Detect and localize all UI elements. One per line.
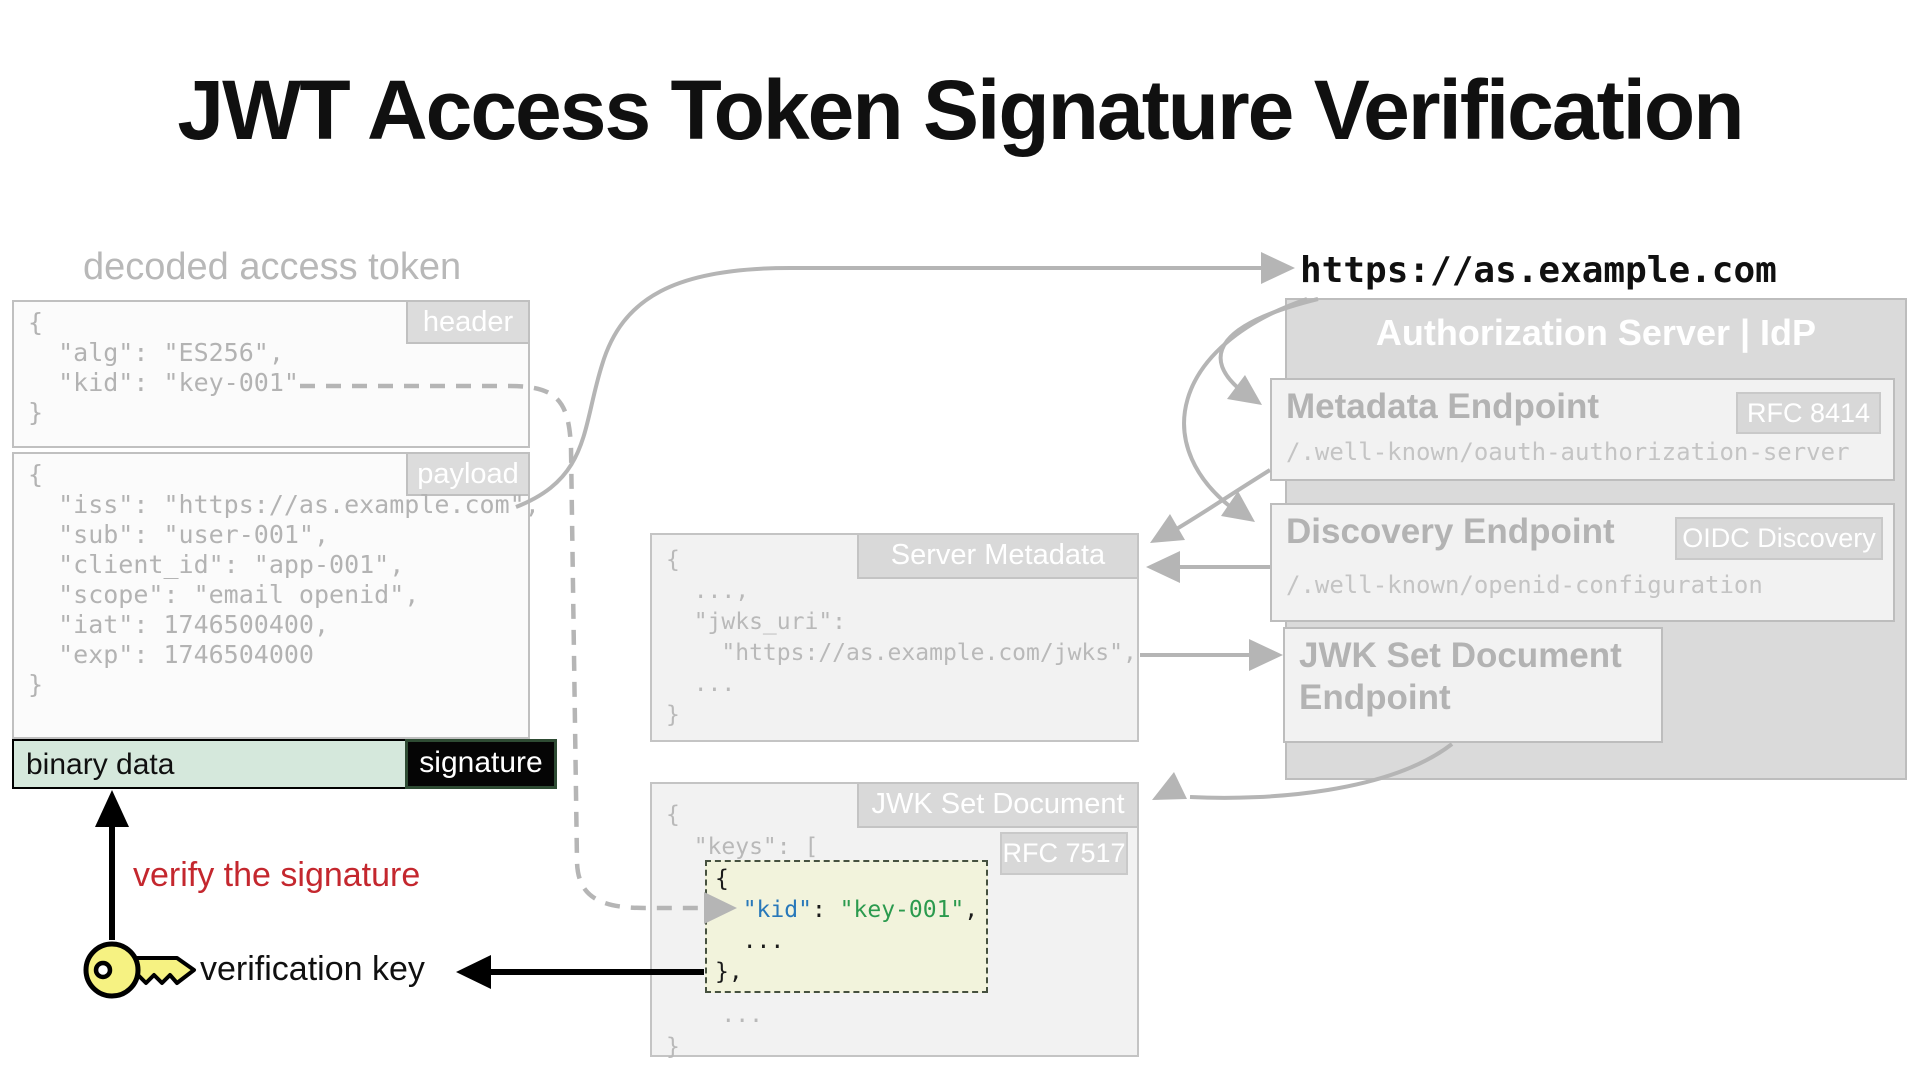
json-line: ... bbox=[666, 1002, 763, 1028]
signature-tag: signature bbox=[405, 739, 557, 789]
jwk-key-json: { "kid": "key-001", ... }, bbox=[715, 864, 978, 988]
indent bbox=[715, 897, 743, 923]
json-line: "kid": "key-001" bbox=[28, 368, 299, 397]
arrowhead-verify-up bbox=[95, 790, 129, 827]
json-line: "alg": "ES256", bbox=[28, 338, 284, 367]
jwks-endpoint-name-line2: Endpoint bbox=[1299, 678, 1451, 717]
kid-name: "kid" bbox=[742, 897, 812, 923]
json-line: "iat": 1746500400, bbox=[28, 610, 330, 639]
json-line: "jwks_uri": bbox=[666, 609, 847, 635]
json-line: { bbox=[666, 802, 680, 828]
header-tag: header bbox=[406, 300, 530, 344]
discovery-endpoint-box: Discovery Endpoint /.well-known/openid-c… bbox=[1270, 503, 1895, 622]
token-payload-box: payload { "iss": "https://as.example.com… bbox=[12, 452, 540, 739]
server-metadata-tag: Server Metadata bbox=[857, 533, 1139, 579]
json-line: ... bbox=[666, 671, 736, 697]
json-line: "scope": "email openid", bbox=[28, 580, 420, 609]
jwk-set-document-box: JWK Set Document RFC 7517 { "keys": [ { … bbox=[650, 782, 1139, 1060]
arrowhead-discovery-to-server-metadata bbox=[1146, 551, 1180, 583]
arrowhead-endpoint-to-jwkdoc bbox=[1152, 772, 1187, 800]
metadata-endpoint-path: /.well-known/oauth-authorization-server bbox=[1286, 438, 1850, 466]
json-line: } bbox=[666, 702, 680, 728]
jwk-key-highlight: { "kid": "key-001", ... }, bbox=[705, 860, 988, 993]
metadata-endpoint-box: Metadata Endpoint /.well-known/oauth-aut… bbox=[1270, 378, 1895, 481]
kid-value: "key-001" bbox=[839, 897, 965, 923]
arrowhead-jwksuri-to-endpoint bbox=[1249, 639, 1283, 671]
signature-binary-bar: binary data signature bbox=[12, 739, 557, 789]
json-line: ..., bbox=[666, 578, 750, 604]
json-line: } bbox=[28, 670, 44, 699]
jwks-endpoint-name: JWK Set Document Endpoint bbox=[1299, 635, 1622, 719]
arrowhead-jwk-to-key bbox=[456, 955, 491, 989]
discovery-endpoint-path: /.well-known/openid-configuration bbox=[1286, 571, 1763, 599]
oidc-discovery-badge: OIDC Discovery bbox=[1675, 517, 1883, 560]
jwk-set-document-tag: JWK Set Document bbox=[857, 782, 1139, 828]
issuer-url: https://as.example.com bbox=[1300, 250, 1777, 291]
key-icon bbox=[82, 936, 198, 1002]
json-line: }, bbox=[715, 959, 743, 985]
header-json: { "alg": "ES256", "kid": "key-001" } bbox=[28, 308, 299, 428]
kid-separator: : bbox=[811, 897, 840, 923]
key-shaft bbox=[132, 956, 196, 985]
decoded-token-label: decoded access token bbox=[83, 246, 462, 288]
json-line: "https://as.example.com/jwks", bbox=[666, 640, 1137, 666]
json-line: "client_id": "app-001", bbox=[28, 550, 405, 579]
json-line: { bbox=[666, 547, 680, 573]
arrowhead-url-to-metadata bbox=[1227, 375, 1262, 405]
arrowhead-iss-to-url bbox=[1261, 252, 1295, 284]
json-line: "sub": "user-001", bbox=[28, 520, 330, 549]
jwks-endpoint-box: JWK Set Document Endpoint bbox=[1283, 627, 1663, 743]
json-line: ... bbox=[715, 928, 785, 954]
json-line: { bbox=[715, 866, 729, 892]
page-title: JWT Access Token Signature Verification bbox=[177, 63, 1744, 157]
json-line: "keys": [ bbox=[666, 834, 819, 860]
discovery-endpoint-name: Discovery Endpoint bbox=[1286, 512, 1615, 551]
json-line: { bbox=[28, 460, 44, 489]
json-line-kid: "kid": "key-001", bbox=[715, 895, 978, 926]
arrow-metadata-to-server-metadata bbox=[1167, 468, 1272, 536]
server-metadata-box: Server Metadata { ..., "jwks_uri": "http… bbox=[650, 533, 1139, 742]
json-line: { bbox=[28, 308, 44, 337]
jwks-endpoint-name-line1: JWK Set Document bbox=[1299, 636, 1622, 675]
json-line: "exp": 1746504000 bbox=[28, 640, 314, 669]
rfc-7517-badge: RFC 7517 bbox=[1000, 832, 1128, 875]
authorization-server-title: Authorization Server | IdP bbox=[1375, 312, 1817, 353]
json-line: } bbox=[666, 1034, 680, 1060]
payload-json: { "iss": "https://as.example.com", "sub"… bbox=[28, 460, 540, 700]
kid-comma: , bbox=[964, 897, 979, 923]
arrowhead-url-to-discovery bbox=[1221, 491, 1255, 522]
key-hole bbox=[93, 960, 113, 980]
metadata-endpoint-name: Metadata Endpoint bbox=[1286, 387, 1600, 426]
verification-key-label: verification key bbox=[200, 950, 425, 988]
verify-signature-text: verify the signature bbox=[133, 856, 421, 894]
arrow-iss-to-url bbox=[515, 266, 1262, 509]
binary-data-label: binary data bbox=[26, 748, 175, 781]
arrowhead-metadata-to-server-metadata bbox=[1150, 514, 1185, 543]
server-metadata-json: { ..., "jwks_uri": "https://as.example.c… bbox=[666, 545, 1137, 731]
json-line: } bbox=[28, 398, 44, 427]
token-header-box: header { "alg": "ES256", "kid": "key-001… bbox=[12, 300, 530, 448]
json-line: "iss": "https://as.example.com", bbox=[28, 490, 540, 519]
rfc-8414-badge: RFC 8414 bbox=[1736, 392, 1881, 434]
